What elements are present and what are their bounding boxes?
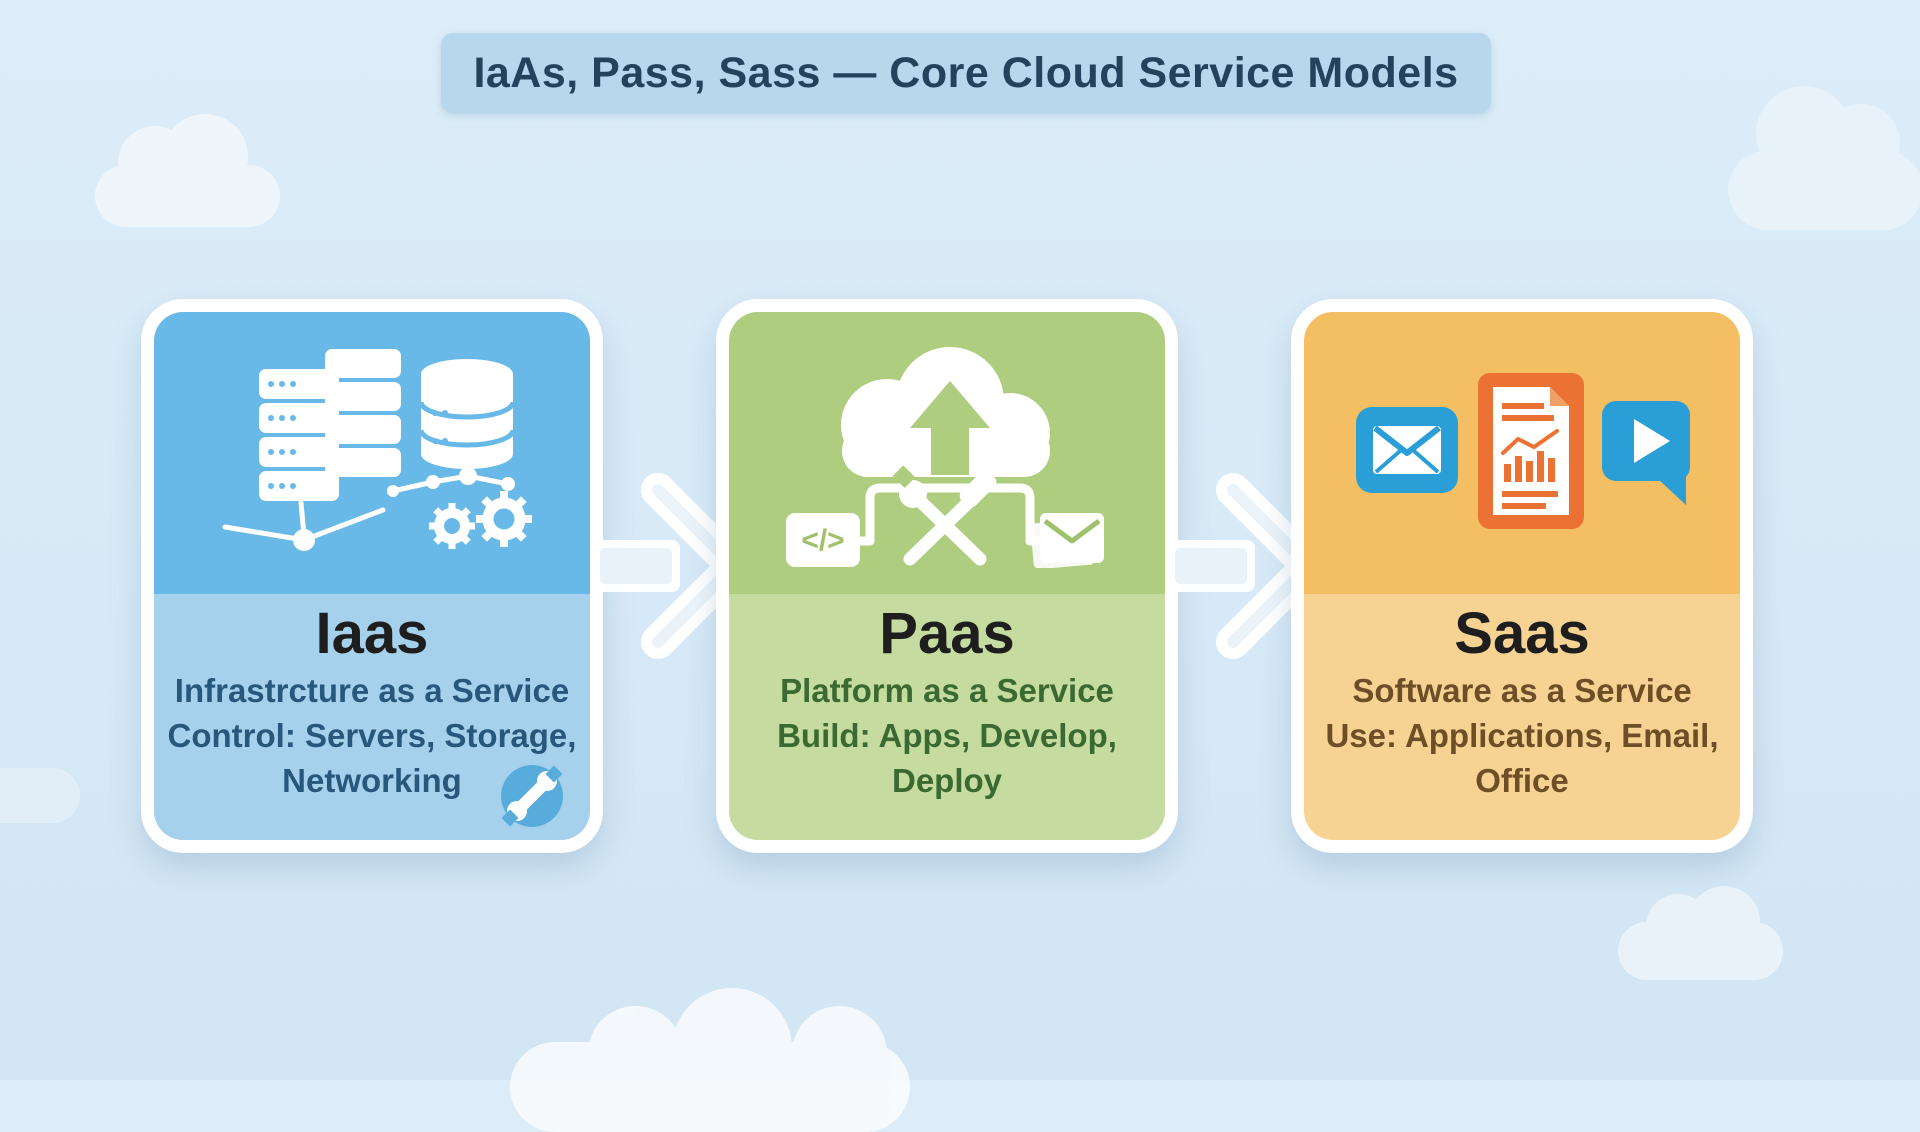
saas-app-icons <box>1352 361 1692 546</box>
card-paas-icon-area: </> <box>729 312 1165 595</box>
card-paas: </> Paas Platform as a Service Build: Ap… <box>716 299 1178 853</box>
card-saas-subtitle-line: Software as a Service <box>1352 672 1692 710</box>
card-paas-detail-line: Deploy <box>891 762 1003 800</box>
code-icon: </> <box>786 513 860 568</box>
email-app-icon <box>1356 406 1458 493</box>
card-paas-text-area: Paas Platform as a Service Build: Apps, … <box>729 594 1165 840</box>
server-stack-icon <box>207 343 537 563</box>
card-paas-title: Paas <box>879 601 1015 667</box>
card-iaas: Iaas Infrastrcture as a Service Control:… <box>141 299 603 853</box>
card-iaas-text-area: Iaas Infrastrcture as a Service Control:… <box>154 594 590 840</box>
card-iaas-detail-line: Networking <box>282 762 462 800</box>
wrench-badge-icon <box>500 764 564 828</box>
card-saas: Saas Software as a Service Use: Applicat… <box>1291 299 1753 853</box>
card-iaas-subtitle-line: Infrastrcture as a Service <box>174 672 570 710</box>
card-saas-detail-line: Use: Applications, Email, <box>1325 717 1719 755</box>
card-paas-detail-line: Build: Apps, Develop, <box>777 717 1117 755</box>
card-saas-title: Saas <box>1454 601 1590 667</box>
svg-text:</>: </> <box>801 524 844 557</box>
card-saas-detail-line: Office <box>1475 762 1569 800</box>
card-paas-subtitle: Platform as a Service Build: Apps, Devel… <box>729 669 1165 804</box>
mail-icon <box>1030 513 1104 570</box>
tools-icon <box>892 465 997 566</box>
document-app-icon <box>1478 372 1584 529</box>
title-banner: IaAs, Pass, Sass — Core Cloud Service Mo… <box>441 33 1491 113</box>
gears-icon <box>429 491 532 550</box>
card-saas-icon-area <box>1304 312 1740 595</box>
card-saas-text-area: Saas Software as a Service Use: Applicat… <box>1304 594 1740 840</box>
card-iaas-detail-line: Control: Servers, Storage, <box>167 717 577 755</box>
card-paas-subtitle-line: Platform as a Service <box>780 672 1114 710</box>
cloud-upload-icon: </> <box>782 333 1112 573</box>
card-iaas-title: Iaas <box>315 601 429 667</box>
page-title: IaAs, Pass, Sass — Core Cloud Service Mo… <box>473 48 1459 97</box>
card-iaas-subtitle: Infrastrcture as a Service Control: Serv… <box>154 669 590 804</box>
card-saas-subtitle: Software as a Service Use: Applications,… <box>1304 669 1740 804</box>
chat-app-icon <box>1602 400 1690 505</box>
database-icon <box>418 359 516 470</box>
card-iaas-icon-area <box>154 312 590 595</box>
